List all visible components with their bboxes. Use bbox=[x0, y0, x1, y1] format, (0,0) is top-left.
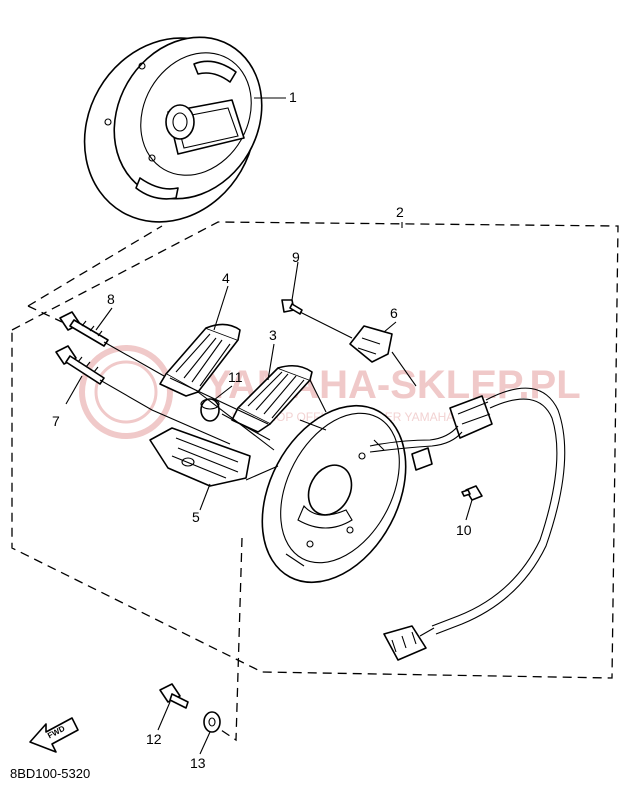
stator-plate bbox=[261, 404, 407, 584]
callout-3: 3 bbox=[269, 327, 277, 343]
callout-12: 12 bbox=[146, 731, 162, 747]
bolt-12 bbox=[159, 683, 189, 709]
fwd-arrow-icon: FWD bbox=[29, 717, 79, 753]
watermark-logo-icon bbox=[79, 345, 173, 439]
collar-11 bbox=[200, 398, 220, 422]
document-id: 8BD100-5320 bbox=[10, 766, 90, 781]
screw-9 bbox=[281, 299, 303, 315]
bolt-7 bbox=[55, 345, 105, 385]
indicator-lines bbox=[99, 311, 417, 481]
callout-6: 6 bbox=[390, 305, 398, 321]
pickup-coil-5 bbox=[149, 427, 251, 487]
lead-holder-6 bbox=[349, 325, 393, 363]
wiring-harness bbox=[369, 387, 566, 661]
screw-10 bbox=[461, 485, 483, 501]
callout-9: 9 bbox=[292, 249, 300, 265]
callout-4: 4 bbox=[222, 270, 230, 286]
callout-10: 10 bbox=[456, 522, 472, 538]
callout-7: 7 bbox=[52, 413, 60, 429]
rotor-assembly bbox=[83, 36, 286, 223]
callout-8: 8 bbox=[107, 291, 115, 307]
callout-11: 11 bbox=[228, 369, 243, 385]
washer-13 bbox=[203, 711, 221, 733]
callout-5: 5 bbox=[192, 509, 200, 525]
bolt-8 bbox=[59, 311, 109, 347]
callout-2: 2 bbox=[396, 204, 404, 220]
callout-leaders bbox=[65, 222, 473, 755]
callout-13: 13 bbox=[190, 755, 206, 771]
assembly-boundary bbox=[11, 221, 619, 679]
callout-1: 1 bbox=[289, 89, 297, 105]
